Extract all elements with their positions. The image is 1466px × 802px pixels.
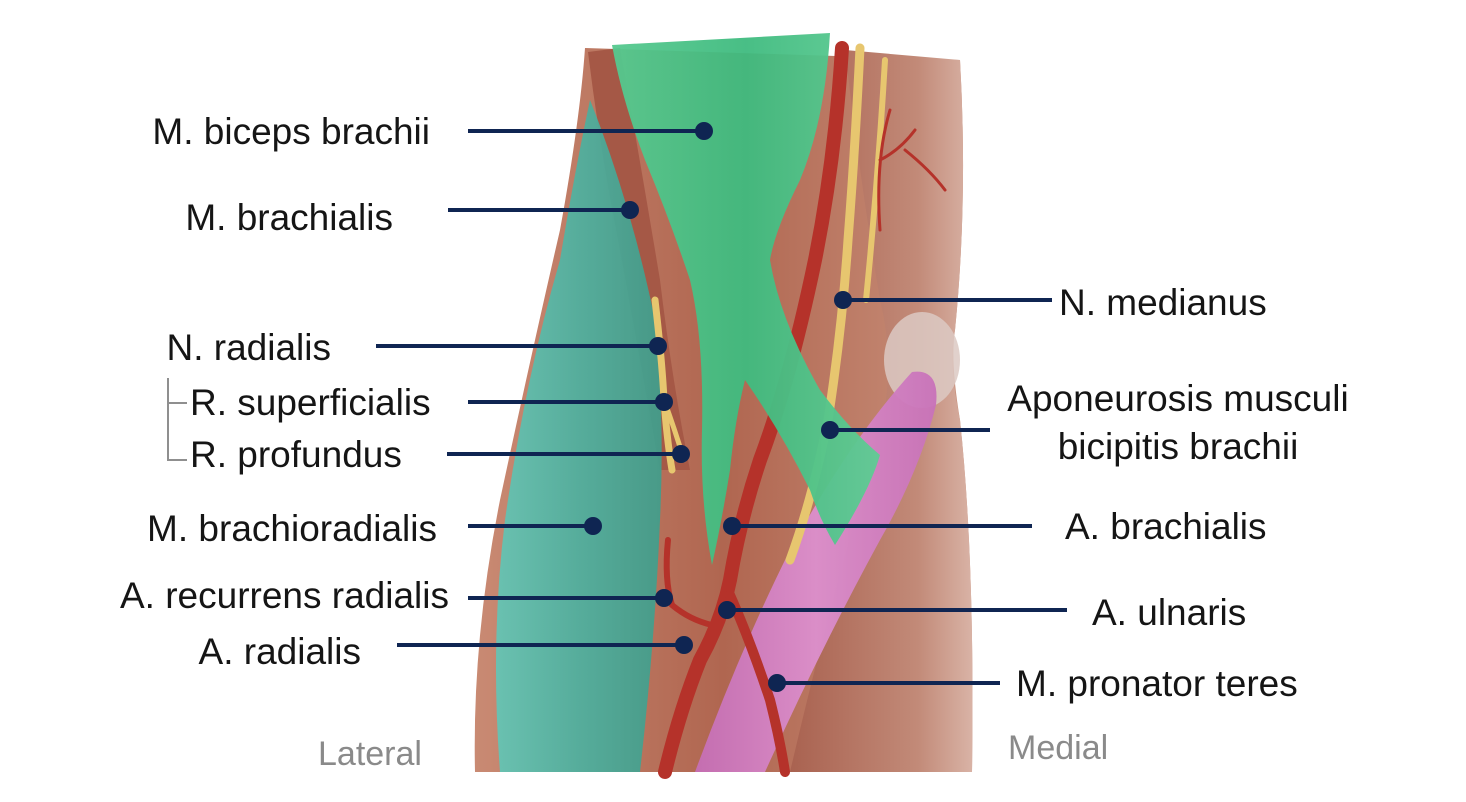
marker-medianus [834,291,852,309]
label-aponeurosis-line2: bicipitis brachii [1057,426,1299,467]
label-recurrens: A. recurrens radialis [119,575,449,616]
marker-pronator [768,674,786,692]
orientation-medial: Medial [1008,729,1109,767]
label-brachioradialis: M. brachioradialis [147,508,437,549]
marker-radialis-a [675,636,693,654]
label-pronator: M. pronator teres [1016,663,1298,704]
label-aponeurosis-line1: Aponeurosis musculi [1007,378,1349,419]
label-radialis-nerve: N. radialis [166,327,332,368]
marker-brachialis-m [621,201,639,219]
marker-biceps [695,122,713,140]
label-ulnaris: A. ulnaris [1092,592,1247,633]
label-superficialis: R. superficialis [190,382,431,423]
marker-recurrens [655,589,673,607]
marker-radialis-n [649,337,667,355]
orientation-lateral: Lateral [318,735,422,773]
nerve-branch-bracket [167,378,169,460]
label-brachialis-artery: A. brachialis [1065,506,1267,547]
label-medianus: N. medianus [1059,282,1267,323]
median-nerve-branch [863,57,888,303]
ulnar-artery-shape [725,590,790,777]
marker-brachialis-a [723,517,741,535]
label-biceps: M. biceps brachii [152,111,430,152]
recurrent-radial-artery-shape [663,537,715,628]
label-profundus: R. profundus [190,434,402,475]
marker-aponeurosis [821,421,839,439]
brachial-artery-shape [658,41,849,779]
small-artery-branches [877,108,947,232]
biceps-highlight [612,33,880,565]
brachioradialis-highlight [496,100,662,772]
marker-superficialis [655,393,673,411]
marker-profundus [672,445,690,463]
marker-brachioradialis [584,517,602,535]
marker-ulnaris [718,601,736,619]
bracket-tick-superficialis [167,402,187,404]
label-brachialis-muscle: M. brachialis [185,197,393,238]
label-radialis-artery: A. radialis [198,631,361,672]
bracket-tick-profundus [167,459,187,461]
